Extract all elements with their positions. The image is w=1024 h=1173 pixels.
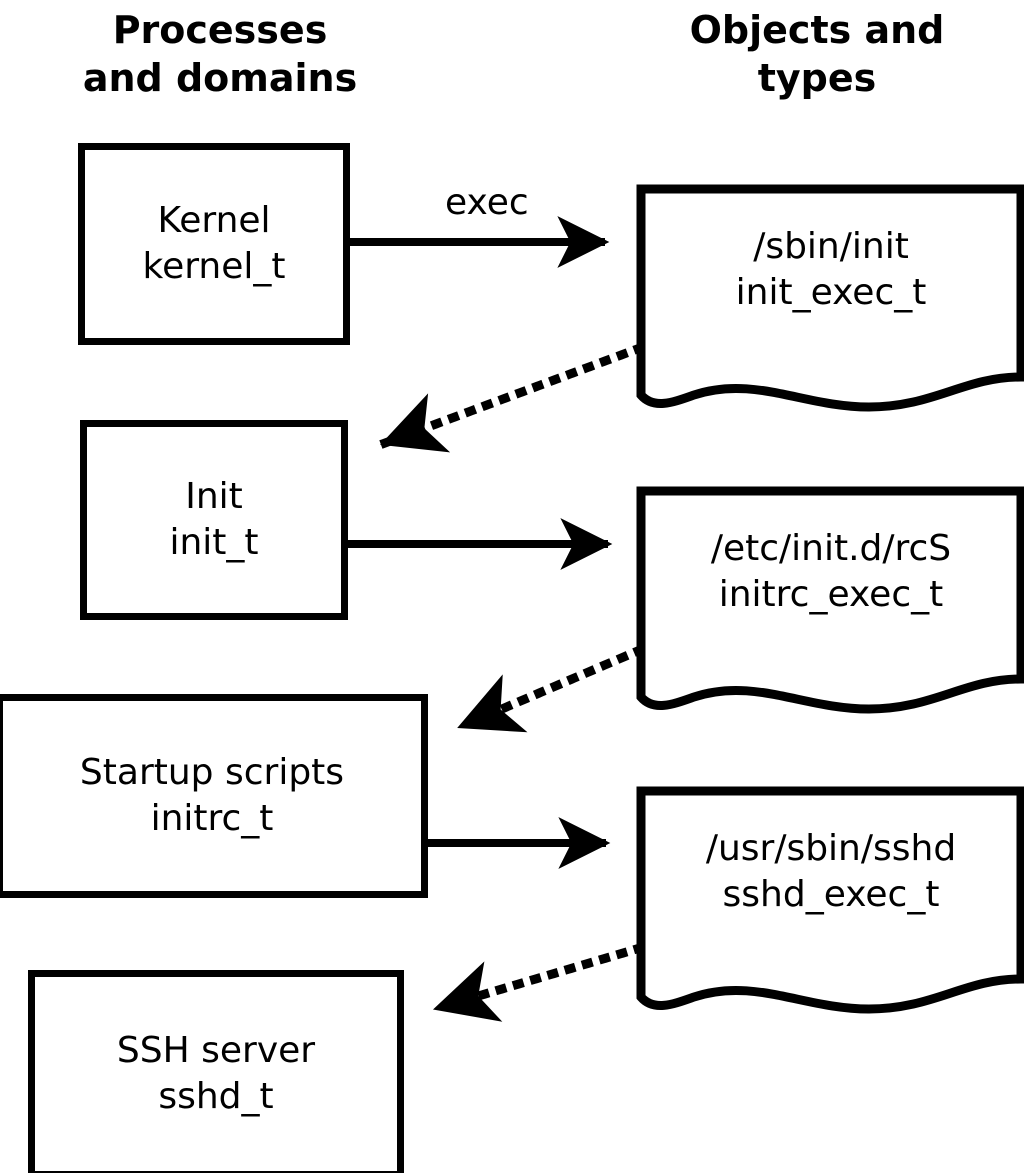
process-box-init[interactable]: Init init_t <box>80 420 348 620</box>
document-shape-icon <box>636 486 1024 714</box>
process-type: kernel_t <box>142 246 286 287</box>
object-doc-sbin-init[interactable]: /sbin/init init_exec_t <box>634 182 1024 422</box>
process-box-startup-scripts[interactable]: Startup scripts initrc_t <box>0 694 428 898</box>
edge-label-exec: exec <box>445 182 529 223</box>
edge-sshd-exec-transition <box>432 942 646 1022</box>
process-type: initrc_t <box>150 798 274 839</box>
edge-init-exec-transition <box>379 342 646 453</box>
object-doc-usr-sbin-sshd[interactable]: /usr/sbin/sshd sshd_exec_t <box>634 784 1024 1024</box>
object-doc-etc-initd-rcs[interactable]: /etc/init.d/rcS initrc_exec_t <box>634 484 1024 724</box>
document-shape-icon <box>636 786 1024 1014</box>
process-name: Startup scripts <box>79 752 345 793</box>
process-type: init_t <box>169 522 259 563</box>
process-name: SSH server <box>116 1030 316 1071</box>
column-header-objects: Objects and types <box>689 8 945 100</box>
document-shape-icon <box>636 184 1024 412</box>
process-name: Kernel <box>157 200 271 241</box>
process-box-kernel[interactable]: Kernel kernel_t <box>78 143 350 345</box>
edge-initrc-exec-transition <box>456 644 646 733</box>
process-name: Init <box>185 476 243 517</box>
column-header-processes: Processes and domains <box>82 8 358 100</box>
process-type: sshd_t <box>158 1076 274 1117</box>
process-box-ssh-server[interactable]: SSH server sshd_t <box>28 970 404 1173</box>
